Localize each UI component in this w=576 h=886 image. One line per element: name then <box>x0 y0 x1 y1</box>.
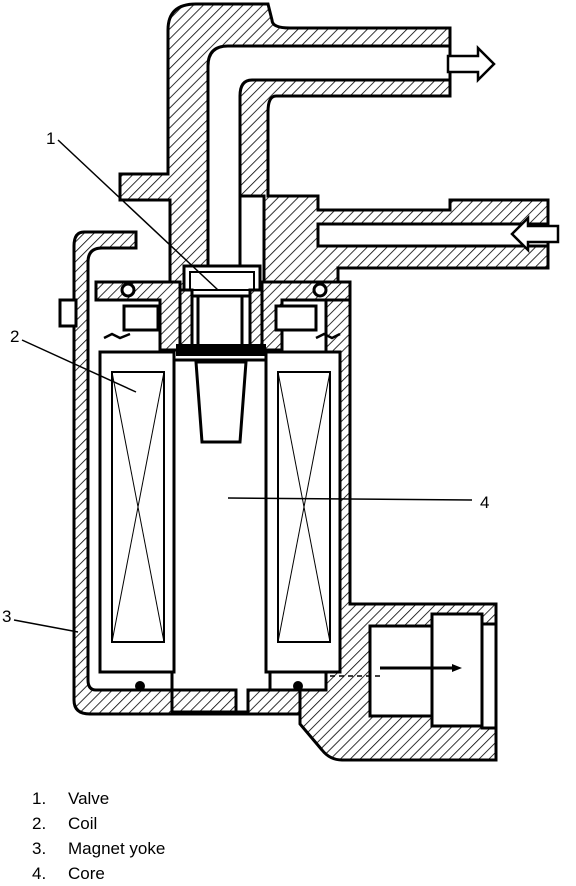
core-hatch-right <box>246 688 302 716</box>
callout-4: 4 <box>480 493 490 512</box>
leader-line-3 <box>13 619 79 633</box>
legend-item: 1. Valve <box>32 786 332 811</box>
legend-item: 2. Coil <box>32 811 332 836</box>
legend-number: 3. <box>32 839 47 858</box>
legend: 1. Valve 2. Coil 3. Magnet yoke 4. Core <box>32 786 332 886</box>
plug-left <box>122 304 160 332</box>
legend-label: Core <box>68 864 105 883</box>
core-tip <box>194 360 248 444</box>
inlet-channel <box>316 222 550 248</box>
callout-2: 2 <box>10 327 20 346</box>
outlet-flow-arrow-icon <box>446 44 496 84</box>
coil-left <box>98 332 176 674</box>
plug-right <box>274 304 318 332</box>
legend-number: 2. <box>32 814 47 833</box>
legend-label: Coil <box>68 814 98 833</box>
coil-base-pip-left <box>135 681 145 691</box>
side-stub <box>58 298 78 328</box>
upper-yoke-plate <box>94 280 352 352</box>
leader-line-1 <box>57 139 219 291</box>
leader-line-4 <box>227 497 473 501</box>
legend-number: 4. <box>32 864 47 883</box>
legend-number: 1. <box>32 789 47 808</box>
magnet-yoke-shell <box>72 230 302 716</box>
legend-item: 4. Core <box>32 861 332 886</box>
legend-label: Magnet yoke <box>68 839 166 858</box>
solenoid-valve-cross-section <box>13 2 560 762</box>
legend-item: 3. Magnet yoke <box>32 836 332 861</box>
core-hatch-left <box>170 688 238 714</box>
legend-label: Valve <box>68 789 110 808</box>
coil-base-pip-right <box>293 681 303 691</box>
coil-right <box>264 332 342 674</box>
electrical-connector <box>330 612 498 730</box>
leader-line-2 <box>21 339 137 393</box>
callout-1: 1 <box>46 129 56 148</box>
callout-3: 3 <box>2 607 12 626</box>
inlet-flow-arrow-icon <box>510 214 560 254</box>
